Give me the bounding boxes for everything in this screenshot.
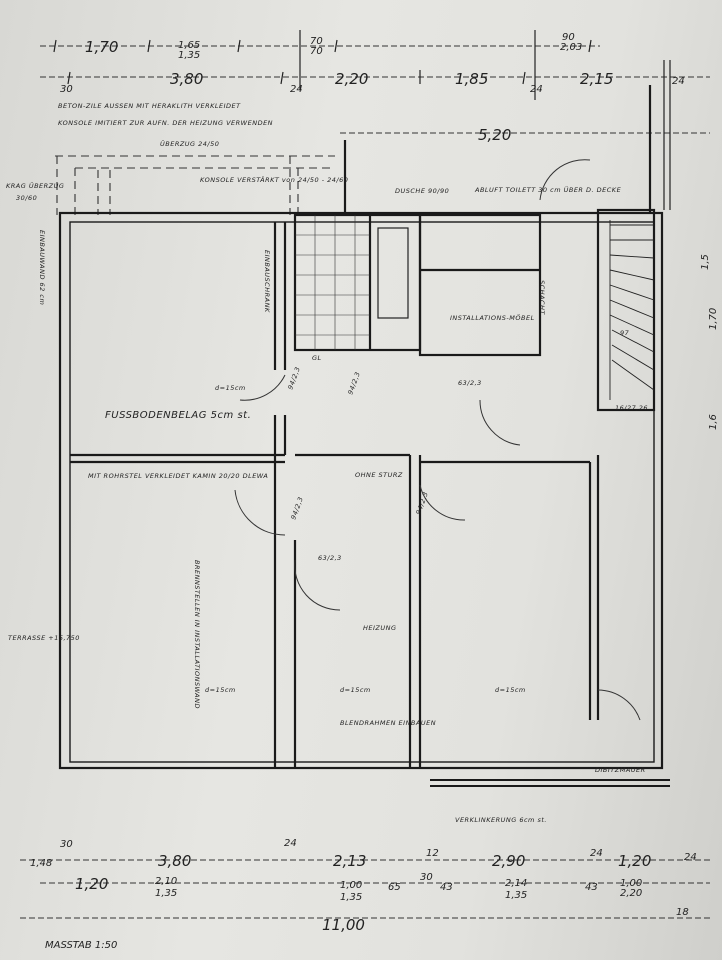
svg-text:TERRASSE +15,750: TERRASSE +15,750 bbox=[8, 634, 80, 642]
svg-text:INSTALLATIONS-MÖBEL: INSTALLATIONS-MÖBEL bbox=[450, 313, 535, 322]
svg-text:2,14: 2,14 bbox=[505, 878, 527, 889]
svg-text:2,20: 2,20 bbox=[620, 888, 642, 899]
svg-text:VERKLINKERUNG 6cm st.: VERKLINKERUNG 6cm st. bbox=[455, 816, 547, 824]
svg-text:65: 65 bbox=[388, 882, 401, 893]
svg-text:18: 18 bbox=[676, 907, 689, 918]
bottom-dimensions: 1,48 30 3,80 24 2,13 12 2,90 24 1,20 24 … bbox=[30, 254, 719, 951]
svg-text:30: 30 bbox=[60, 839, 73, 850]
bathroom-tiles bbox=[295, 215, 370, 350]
svg-text:1,65: 1,65 bbox=[178, 40, 200, 51]
svg-text:1,6: 1,6 bbox=[708, 414, 719, 430]
svg-text:24: 24 bbox=[284, 838, 297, 849]
svg-text:43: 43 bbox=[585, 882, 598, 893]
svg-text:1,48: 1,48 bbox=[30, 858, 52, 869]
svg-text:1,00: 1,00 bbox=[620, 878, 642, 889]
door-swings bbox=[234, 159, 641, 721]
svg-text:3,80: 3,80 bbox=[158, 852, 191, 870]
svg-text:MASSTAB 1:50: MASSTAB 1:50 bbox=[45, 940, 117, 951]
svg-text:BETON-ZILE AUSSEN MIT HERAKLIT: BETON-ZILE AUSSEN MIT HERAKLITH VERKLEID… bbox=[58, 102, 241, 110]
verklinkerung-line bbox=[430, 779, 670, 787]
svg-text:DIBITZMAUER: DIBITZMAUER bbox=[595, 766, 646, 774]
svg-text:d=15cm: d=15cm bbox=[495, 686, 526, 694]
svg-text:94/2,3: 94/2,3 bbox=[289, 496, 305, 521]
walls bbox=[58, 85, 664, 770]
svg-text:94/2,3: 94/2,3 bbox=[414, 491, 430, 516]
dimension-lines-bottom bbox=[20, 859, 710, 919]
svg-text:1,00: 1,00 bbox=[340, 880, 362, 891]
svg-text:d=15cm: d=15cm bbox=[340, 686, 371, 694]
top-dimensions: 1,70 1,65 1,35 70 70 90 2,03 3,80 2,20 1… bbox=[60, 32, 685, 144]
svg-text:24: 24 bbox=[672, 76, 685, 87]
dimension-lines-top bbox=[40, 45, 710, 134]
svg-text:1,5: 1,5 bbox=[700, 254, 711, 270]
svg-text:94/2,3: 94/2,3 bbox=[286, 366, 302, 391]
svg-text:KRAG ÜBERZUG: KRAG ÜBERZUG bbox=[6, 181, 64, 190]
svg-text:70: 70 bbox=[310, 36, 323, 47]
svg-text:11,00: 11,00 bbox=[322, 916, 365, 934]
overhead-beams bbox=[55, 155, 335, 215]
bathtub bbox=[377, 227, 409, 319]
svg-text:1,35: 1,35 bbox=[155, 888, 177, 899]
svg-text:2,10: 2,10 bbox=[155, 876, 177, 887]
svg-text:30/60: 30/60 bbox=[16, 194, 37, 202]
svg-text:1,35: 1,35 bbox=[178, 50, 200, 61]
svg-text:1,35: 1,35 bbox=[505, 890, 527, 901]
svg-text:HEIZUNG: HEIZUNG bbox=[363, 624, 397, 632]
svg-text:5,20: 5,20 bbox=[478, 126, 511, 144]
svg-text:94/2,3: 94/2,3 bbox=[346, 371, 362, 396]
svg-text:KONSOLE IMITIERT ZUR AUFN. DER: KONSOLE IMITIERT ZUR AUFN. DER HEIZUNG V… bbox=[58, 119, 273, 127]
svg-text:97: 97 bbox=[620, 329, 630, 337]
svg-text:24: 24 bbox=[290, 84, 303, 95]
svg-text:BLENDRAHMEN EINBAUEN: BLENDRAHMEN EINBAUEN bbox=[340, 719, 436, 727]
svg-text:d=15cm: d=15cm bbox=[215, 384, 246, 392]
annotations: BETON-ZILE AUSSEN MIT HERAKLITH VERKLEID… bbox=[6, 102, 648, 824]
svg-text:1,85: 1,85 bbox=[455, 70, 488, 88]
svg-text:MIT ROHRSTEL VERKLEIDET KAMIN: MIT ROHRSTEL VERKLEIDET KAMIN 20/20 DLEW… bbox=[88, 472, 268, 480]
svg-text:70: 70 bbox=[310, 46, 323, 57]
svg-text:24: 24 bbox=[590, 848, 603, 859]
svg-text:KONSOLE VERSTÄRKT von 24/50 -: KONSOLE VERSTÄRKT von 24/50 - 24/60 bbox=[200, 175, 348, 184]
svg-text:63/2,3: 63/2,3 bbox=[318, 554, 342, 562]
svg-text:EINBAUWAND 62 cm: EINBAUWAND 62 cm bbox=[38, 230, 46, 305]
svg-text:EINBAUSCHRANK: EINBAUSCHRANK bbox=[263, 250, 271, 313]
svg-text:DUSCHE 90/90: DUSCHE 90/90 bbox=[395, 187, 449, 195]
svg-text:2,90: 2,90 bbox=[492, 852, 525, 870]
dimension-ticks-top bbox=[53, 30, 671, 210]
svg-text:1,20: 1,20 bbox=[75, 875, 108, 893]
svg-text:1,70: 1,70 bbox=[708, 308, 719, 330]
svg-text:24: 24 bbox=[530, 84, 543, 95]
svg-text:2,20: 2,20 bbox=[335, 70, 368, 88]
staircase bbox=[609, 220, 655, 400]
svg-text:ABLUFT TOILETT 30 cm ÜBER D. D: ABLUFT TOILETT 30 cm ÜBER D. DECKE bbox=[474, 185, 622, 194]
svg-text:1,70: 1,70 bbox=[85, 38, 118, 56]
svg-text:ÜBERZUG 24/50: ÜBERZUG 24/50 bbox=[160, 139, 219, 148]
svg-text:2,03: 2,03 bbox=[560, 42, 582, 53]
svg-text:24: 24 bbox=[684, 852, 697, 863]
svg-text:SCHACHT: SCHACHT bbox=[538, 280, 546, 315]
svg-text:OHNE STURZ: OHNE STURZ bbox=[355, 471, 403, 479]
svg-text:90: 90 bbox=[562, 32, 575, 43]
svg-text:1,35: 1,35 bbox=[340, 892, 362, 903]
svg-text:12: 12 bbox=[426, 848, 439, 859]
svg-text:GL: GL bbox=[312, 354, 322, 362]
svg-text:63/2,3: 63/2,3 bbox=[458, 379, 482, 387]
svg-text:FUSSBODENBELAG 5cm st.: FUSSBODENBELAG 5cm st. bbox=[105, 410, 251, 421]
svg-text:1,20: 1,20 bbox=[618, 852, 651, 870]
svg-text:d=15cm: d=15cm bbox=[205, 686, 236, 694]
svg-text:30: 30 bbox=[60, 84, 73, 95]
svg-text:BRENNSTELLEN IN INSTALLATIONSW: BRENNSTELLEN IN INSTALLATIONSWAND bbox=[193, 560, 201, 709]
svg-text:3,80: 3,80 bbox=[170, 70, 203, 88]
svg-text:2,15: 2,15 bbox=[580, 70, 613, 88]
svg-text:30: 30 bbox=[420, 872, 433, 883]
svg-text:16/27,26: 16/27,26 bbox=[615, 404, 648, 412]
svg-text:2,13: 2,13 bbox=[333, 852, 366, 870]
svg-text:43: 43 bbox=[440, 882, 453, 893]
